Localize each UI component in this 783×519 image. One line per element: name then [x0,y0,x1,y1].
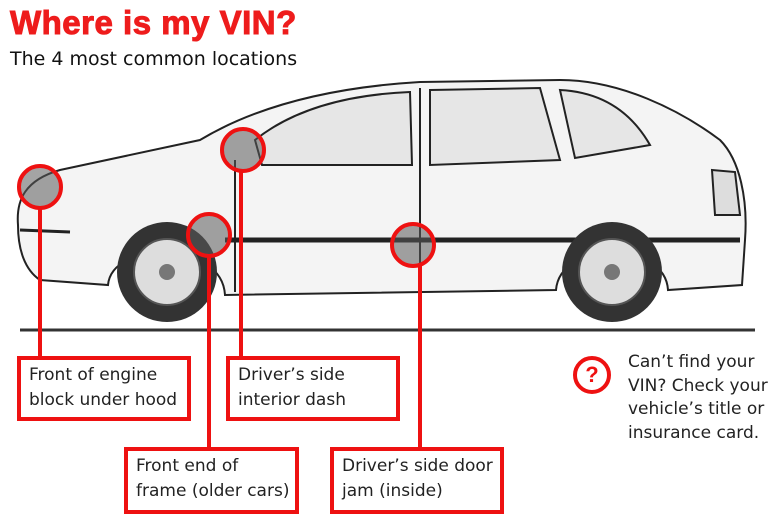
window-back [558,88,652,160]
page-subtitle: The 4 most common locations [10,48,298,70]
help-line: VIN? Check your [628,375,768,396]
help-line: Can’t find your [628,352,755,372]
label-line: interior dash [238,390,346,410]
label-engine-block: Front of engine block under hood [17,356,191,421]
marker-engine-block [17,164,63,210]
label-line: frame (older cars) [136,481,290,501]
window-rear [429,86,562,167]
label-front-frame: Front end of frame (older cars) [124,447,299,514]
label-door-jam: Driver’s side door jam (inside) [330,447,504,514]
marker-front-frame [186,212,232,258]
label-line: jam (inside) [342,481,443,501]
window-front [253,90,414,166]
help-line: insurance card. [628,422,760,443]
tail-light [710,168,742,216]
label-line: block under hood [29,390,178,410]
question-mark-icon: ? [573,356,611,394]
label-interior-dash: Driver’s side interior dash [226,356,400,421]
page-title: Where is my VIN? [10,4,297,42]
wheel-rear [562,222,662,322]
label-line: Front of engine [29,365,158,385]
label-line: Front end of [136,456,239,476]
marker-door-jam [390,222,436,268]
help-line: vehicle’s title or [628,399,765,419]
label-line: Driver’s side [238,365,345,385]
help-note: Can’t find your VIN? Check your vehicle’… [628,351,768,445]
label-line: Driver’s side door [342,456,493,476]
marker-interior-dash [220,127,266,173]
